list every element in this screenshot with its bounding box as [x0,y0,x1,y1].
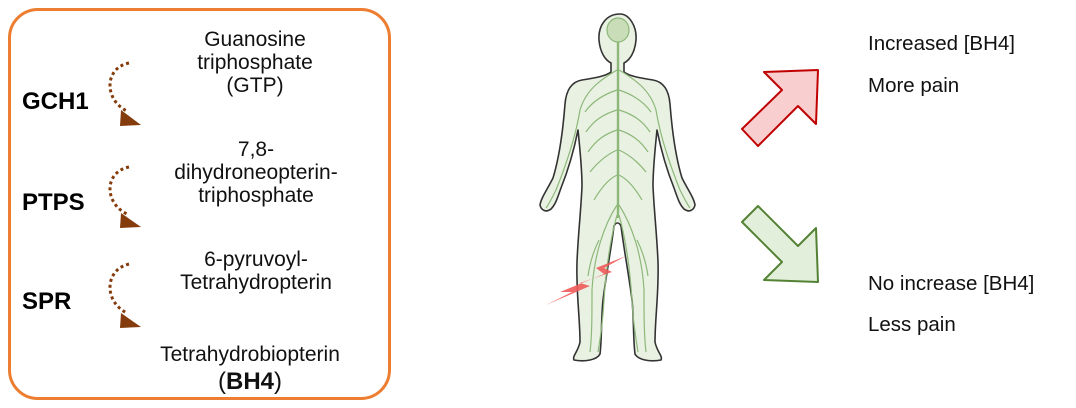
outcome-no-increase-bh4: No increase [BH4] [868,272,1034,296]
outcome-less-pain: Less pain [868,313,956,337]
down-arrow-icon [742,206,818,282]
outcome-more-pain: More pain [868,74,959,98]
outcome-increase-bh4: Increased [BH4] [868,32,1015,56]
up-arrow-icon [742,70,818,146]
